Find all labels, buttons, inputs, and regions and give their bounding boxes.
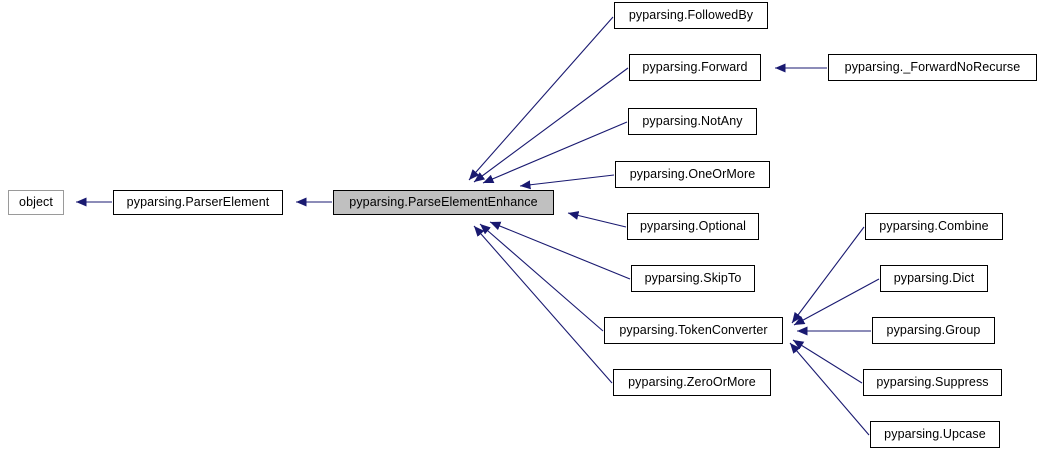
node-object[interactable]: object — [8, 190, 64, 215]
node-not-any[interactable]: pyparsing.NotAny — [628, 108, 757, 135]
node-not-any-label: pyparsing.NotAny — [642, 114, 743, 129]
node-token-converter[interactable]: pyparsing.TokenConverter — [604, 317, 783, 344]
edge-combine-to-token-converter — [791, 226, 865, 324]
edge-followed-by-to-parse-element-enhance — [468, 16, 614, 181]
node-suppress[interactable]: pyparsing.Suppress — [863, 369, 1002, 396]
node-dict-label: pyparsing.Dict — [893, 271, 975, 286]
node-group[interactable]: pyparsing.Group — [872, 317, 995, 344]
node-suppress-label: pyparsing.Suppress — [876, 375, 989, 390]
edge-one-or-more-to-parse-element-enhance — [519, 174, 615, 190]
edge-not-any-to-parse-element-enhance — [482, 121, 628, 184]
edge-suppress-to-token-converter — [792, 339, 863, 384]
node-dict[interactable]: pyparsing.Dict — [880, 265, 988, 292]
edge-token-converter-to-parse-element-enhance — [479, 223, 604, 332]
node-followed-by-label: pyparsing.FollowedBy — [628, 8, 754, 23]
node-parser-element[interactable]: pyparsing.ParserElement — [113, 190, 283, 215]
edge-dict-to-token-converter — [793, 278, 880, 326]
node-forward-no-recurse-label: pyparsing._ForwardNoRecurse — [844, 60, 1021, 75]
node-upcase-label: pyparsing.Upcase — [884, 427, 986, 442]
node-parse-element-enhance[interactable]: pyparsing.ParseElementEnhance — [333, 190, 554, 215]
node-followed-by[interactable]: pyparsing.FollowedBy — [614, 2, 768, 29]
node-combine-label: pyparsing.Combine — [879, 219, 989, 234]
node-upcase[interactable]: pyparsing.Upcase — [870, 421, 1000, 448]
node-zero-or-more-label: pyparsing.ZeroOrMore — [628, 375, 756, 390]
node-parse-element-enhance-label: pyparsing.ParseElementEnhance — [349, 195, 538, 210]
edge-zero-or-more-to-parse-element-enhance — [473, 225, 613, 384]
node-group-label: pyparsing.Group — [886, 323, 981, 338]
edge-optional-to-parse-element-enhance — [567, 211, 627, 228]
edge-skip-to-to-parse-element-enhance — [489, 221, 631, 280]
node-combine[interactable]: pyparsing.Combine — [865, 213, 1003, 240]
node-forward-label: pyparsing.Forward — [642, 60, 748, 75]
node-optional-label: pyparsing.Optional — [639, 219, 747, 234]
edge-forward-to-parse-element-enhance — [473, 67, 629, 183]
node-one-or-more[interactable]: pyparsing.OneOrMore — [615, 161, 770, 188]
node-optional[interactable]: pyparsing.Optional — [627, 213, 759, 240]
node-one-or-more-label: pyparsing.OneOrMore — [629, 167, 756, 182]
node-forward-no-recurse[interactable]: pyparsing._ForwardNoRecurse — [828, 54, 1037, 81]
node-forward[interactable]: pyparsing.Forward — [629, 54, 761, 81]
node-zero-or-more[interactable]: pyparsing.ZeroOrMore — [613, 369, 771, 396]
edge-upcase-to-token-converter — [789, 342, 870, 436]
node-parser-element-label: pyparsing.ParserElement — [126, 195, 270, 210]
node-token-converter-label: pyparsing.TokenConverter — [619, 323, 768, 338]
node-object-label: object — [19, 195, 53, 210]
node-skip-to[interactable]: pyparsing.SkipTo — [631, 265, 755, 292]
node-skip-to-label: pyparsing.SkipTo — [644, 271, 742, 286]
